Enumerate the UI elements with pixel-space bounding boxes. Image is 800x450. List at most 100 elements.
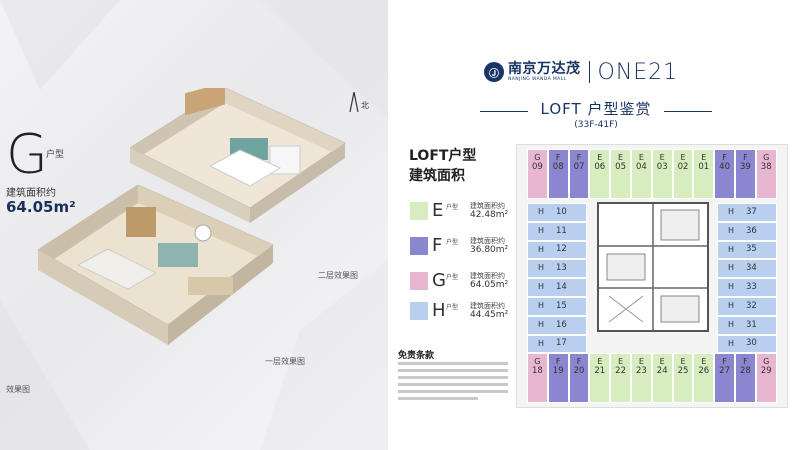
unit-number: 08 <box>552 161 564 172</box>
unit-letter: G <box>763 357 770 366</box>
brand-name-cn: 南京万达茂 <box>508 60 581 77</box>
unit-letter: E <box>597 153 603 162</box>
caption-corner: 效果图 <box>6 385 30 394</box>
unit-number: 17 <box>556 338 567 349</box>
unit-number: 02 <box>677 161 689 172</box>
disclaimer-title: 免责条款 <box>398 351 435 361</box>
legend-area-value: 44.45m² <box>470 310 509 320</box>
unit-letter: F <box>722 153 727 162</box>
unit-number: 06 <box>594 161 606 172</box>
legend-area-label: 建筑面积约 <box>470 237 505 245</box>
unit-number: 04 <box>635 161 647 172</box>
legend-type-label: 户型 <box>446 274 459 281</box>
unit-letter: H <box>728 282 735 292</box>
unit-number: 15 <box>556 300 567 311</box>
unit-number: 27 <box>719 365 730 376</box>
disclaimer-text-line <box>398 390 508 393</box>
unit-number: 03 <box>656 161 668 172</box>
unit-letter: F <box>722 357 727 366</box>
floorplan-unit: H 10 <box>527 203 587 222</box>
unit-letter: H <box>728 263 735 273</box>
title-rule-right <box>664 111 712 112</box>
disclaimer-text-line <box>398 397 478 400</box>
unit-number: 23 <box>635 365 647 376</box>
wanda-logo-icon: Ⓙ <box>484 62 504 82</box>
unit-letter: E <box>701 357 707 366</box>
unit-letter: H <box>728 207 735 216</box>
legend-area-value: 64.05m² <box>470 280 509 290</box>
unit-letter: E <box>618 357 624 366</box>
unit-letter: E <box>638 357 644 366</box>
unit-letter: E <box>638 153 644 162</box>
unit-number: 29 <box>760 365 772 376</box>
unit-number: 16 <box>556 319 567 330</box>
unit-number: 40 <box>719 161 730 172</box>
legend-title: LOFT户型 建筑面积 <box>409 146 476 186</box>
unit-letter: F <box>576 357 582 366</box>
unit-type-letter: G <box>6 123 48 186</box>
legend-swatch <box>410 302 428 320</box>
north-label: 北 <box>361 101 369 110</box>
unit-number: 28 <box>739 365 751 376</box>
legend-letter: E <box>432 200 444 221</box>
legend-area-value: 42.48m² <box>470 210 509 220</box>
unit-number: 11 <box>556 225 567 236</box>
unit-number: 26 <box>698 365 710 376</box>
unit-letter: E <box>701 153 707 162</box>
unit-number: 07 <box>573 161 585 172</box>
unit-letter: H <box>538 263 545 273</box>
floor-range: (33F-41F) <box>574 120 618 130</box>
unit-number: 19 <box>552 365 564 376</box>
unit-number: 14 <box>556 281 567 292</box>
unit-letter: E <box>659 357 665 366</box>
legend-area-label: 建筑面积约 <box>470 302 505 310</box>
disclaimer-text-line <box>398 383 508 386</box>
section-title: LOFT 户型鉴赏 <box>540 100 652 118</box>
unit-letter: G <box>763 153 770 162</box>
legend-title-line2: 建筑面积 <box>409 168 465 184</box>
unit-number: 10 <box>556 206 567 217</box>
unit-number: 21 <box>594 365 606 376</box>
unit-letter: H <box>538 207 545 216</box>
legend-type-label: 户型 <box>446 239 459 246</box>
area-value: 64.05m² <box>6 198 76 216</box>
unit-number: 24 <box>656 365 668 376</box>
unit-letter: H <box>538 225 545 235</box>
unit-letter: H <box>728 338 735 348</box>
caption-upper-floor: 二层效果图 <box>318 271 358 280</box>
unit-letter: H <box>728 319 735 329</box>
disclaimer-text-line <box>398 369 508 372</box>
unit-letter: H <box>728 301 735 310</box>
logo-divider <box>588 61 590 83</box>
unit-number: 18 <box>531 365 543 376</box>
unit-number: 36 <box>746 225 757 236</box>
legend-letter: H <box>432 300 446 321</box>
upper-floor-render <box>130 88 347 223</box>
unit-letter: E <box>597 357 603 366</box>
legend-area-value: 36.80m² <box>470 245 509 255</box>
north-arrow-icon <box>349 92 359 113</box>
area-label: 建筑面积约 <box>6 188 56 199</box>
